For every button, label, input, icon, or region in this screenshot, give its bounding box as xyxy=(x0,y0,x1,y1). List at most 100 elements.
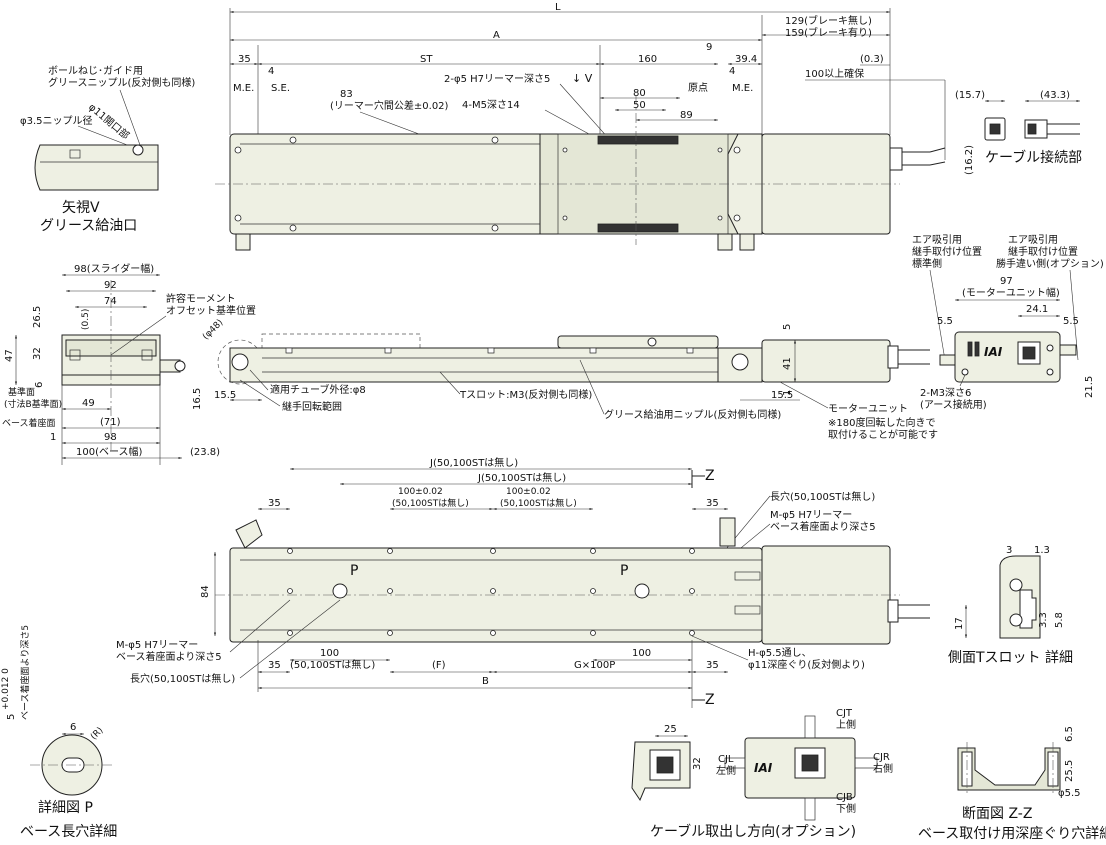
grease-nipple: ボールねじ･ガイド用 xyxy=(48,65,143,77)
m3-label: 2-M3深さ6 xyxy=(920,387,971,399)
detail-p-title-1: 詳細図 P xyxy=(38,800,93,816)
side-view: 許容モーメント オフセット基準位置 (φ48) 15.5 適用チューブ外径:φ8… xyxy=(110,292,938,441)
moment-ref-2: オフセット基準位置 xyxy=(166,304,256,317)
reamer-l1: M-φ5 H7リーマー xyxy=(116,640,198,651)
dim-5-5b: 5.5 xyxy=(1063,316,1079,327)
dim-83: 83 xyxy=(340,89,353,100)
air-std-2: 継手取付け位置 xyxy=(912,245,982,258)
dim-41: 41 xyxy=(782,357,793,370)
dim-0-3: (0.3) xyxy=(860,54,884,65)
dim-71: (71) xyxy=(100,417,121,428)
air-std-3: 標準側 xyxy=(912,257,942,270)
dim-3: 3 xyxy=(1006,545,1012,556)
cjb: CJB xyxy=(836,792,853,803)
dim-100a-2: (50,100STは無し) xyxy=(392,497,469,509)
rotate-note: ※180度回転した向きで xyxy=(828,416,935,429)
dim-5-p: 5 xyxy=(6,714,17,720)
section-zz: 6.5 25.5 φ5.5 断面図 Z-Z ベース取付け用深座ぐり穴詳細 xyxy=(918,726,1106,842)
cjr: CJR xyxy=(873,752,890,763)
reamer-label: 2-φ5 H7リーマー深さ5 xyxy=(444,73,550,85)
dim-L: L xyxy=(555,2,561,13)
dim-100b-2: (50,100STは無し) xyxy=(500,497,577,509)
dim-47: 47 xyxy=(4,349,15,362)
dim-9: 9 xyxy=(706,42,712,53)
arrow-v: ↓ V xyxy=(572,72,593,85)
cjl: CJL xyxy=(718,754,734,765)
dim-3-3: 3.3 xyxy=(1038,612,1049,628)
dim-25-5: 25.5 xyxy=(1064,760,1075,782)
dim-100c: 100 xyxy=(320,648,339,659)
tube-label: 適用チューブ外径:φ8 xyxy=(270,383,366,396)
view-v-title-1: 矢視V xyxy=(62,200,100,216)
tslot-label: Tスロット:M3(反対側も同様) xyxy=(459,388,592,401)
base-mount: ベース着座面 xyxy=(2,417,56,429)
view-v-title-2: グリース給油口 xyxy=(40,218,137,234)
slot-label-2: 長穴(50,100STは無し) xyxy=(130,672,235,685)
dim-brake-none: 129(ブレーキ無し) xyxy=(785,14,872,27)
tslot-title: 側面Tスロット 詳細 xyxy=(948,650,1073,666)
dim-49: 49 xyxy=(82,398,95,409)
grease-nipple-side: グリース給油用ニップル(反対側も同様) xyxy=(604,408,781,421)
cjt-2: 上側 xyxy=(836,718,856,731)
iai-logo: IAI xyxy=(984,345,1003,359)
top-view: L A 129(ブレーキ無し) 159(ブレーキ有り) 35 ST 160 9 … xyxy=(215,2,946,251)
dim-5-5-zz: φ5.5 xyxy=(1058,788,1081,799)
dim-100a: 100±0.02 xyxy=(398,487,443,497)
dim-50: 50 xyxy=(633,100,646,111)
dim-16-5: 16.5 xyxy=(192,388,203,410)
reamer-l2: ベース着座面より深さ5 xyxy=(116,650,222,663)
reamer-r1: M-φ5 H7リーマー xyxy=(770,510,852,521)
dim-48: (φ48) xyxy=(201,318,225,342)
dim-J2: J(50,100STは無し) xyxy=(477,471,566,484)
dim-17: 17 xyxy=(954,617,965,630)
dim-5-8: 5.8 xyxy=(1054,612,1065,628)
dim-15-5b: 15.5 xyxy=(771,390,793,401)
me-left: M.E. xyxy=(233,83,254,94)
dim-32: 32 xyxy=(32,347,43,360)
reamer-tol: (リーマー穴間公差±0.02) xyxy=(330,99,449,112)
dim-23-8: (23.8) xyxy=(190,447,220,458)
view-v: ボールねじ･ガイド用 グリースニップル(反対側も同様) φ11開口部 φ3.5ニ… xyxy=(20,65,195,234)
cjb-2: 下側 xyxy=(836,802,856,815)
dim-1: 1 xyxy=(50,432,56,443)
p-label-1: P xyxy=(350,563,358,579)
z-label-2: Z xyxy=(705,692,715,708)
dim-6: 6 xyxy=(34,382,45,388)
dim-100b: 100±0.02 xyxy=(506,487,551,497)
moment-ref: 許容モーメント xyxy=(166,292,236,305)
reamer-r2: ベース着座面より深さ5 xyxy=(770,520,876,533)
dim-15-5a: 15.5 xyxy=(214,390,236,401)
dim-5: 5 xyxy=(782,324,793,330)
ref-face: 基準面 xyxy=(8,386,35,398)
dim-43-3: (43.3) xyxy=(1040,90,1070,101)
bottom-view: J(50,100STは無し) J(50,100STは無し) Z 100±0.02… xyxy=(116,456,930,708)
dim-35a: 35 xyxy=(268,498,281,509)
cjl-2: 左側 xyxy=(716,764,736,777)
hole-2: φ11深座ぐり(反対側より) xyxy=(748,658,865,671)
dim-74: 74 xyxy=(104,296,117,307)
dim-92: 92 xyxy=(104,280,117,291)
dim-89: 89 xyxy=(680,110,693,121)
dim-24-1: 24.1 xyxy=(1026,304,1048,315)
end-section: 98(スライダー幅) 92 74 (0.5) 26.5 47 32 6 基準面 … xyxy=(2,262,220,465)
cable-direction: 25 32 IAI CJT 上側 CJL 左側 CJR 右側 CJB 下側 ケー… xyxy=(631,708,893,840)
p-label-2: P xyxy=(620,563,628,579)
dim-A: A xyxy=(493,30,500,41)
dim-J1: J(50,100STは無し) xyxy=(429,456,518,469)
motor-unit: モーターユニット xyxy=(828,403,908,415)
earth-label: (アース接続用) xyxy=(920,398,987,411)
dim-26-5: 26.5 xyxy=(32,306,43,328)
dim-39-4: 39.4 xyxy=(735,54,757,65)
dim-15-7: (15.7) xyxy=(955,90,985,101)
tol-p: +0.012 0 xyxy=(1,668,11,710)
section-zz-title-1: 断面図 Z-Z xyxy=(962,806,1032,822)
slot-label: 長穴(50,100STは無し) xyxy=(770,490,875,503)
z-label-1: Z xyxy=(705,468,715,484)
dim-R: (R) xyxy=(89,726,105,742)
air-opt-1: エア吸引用 xyxy=(1008,234,1058,246)
dim-brake-with: 159(ブレーキ有り) xyxy=(785,26,872,39)
hole-1: H-φ5.5通し、 xyxy=(748,647,812,659)
dim-35b: 35 xyxy=(706,498,719,509)
dim-5-5a: 5.5 xyxy=(937,316,953,327)
joint-range: 継手回転範囲 xyxy=(282,400,342,413)
